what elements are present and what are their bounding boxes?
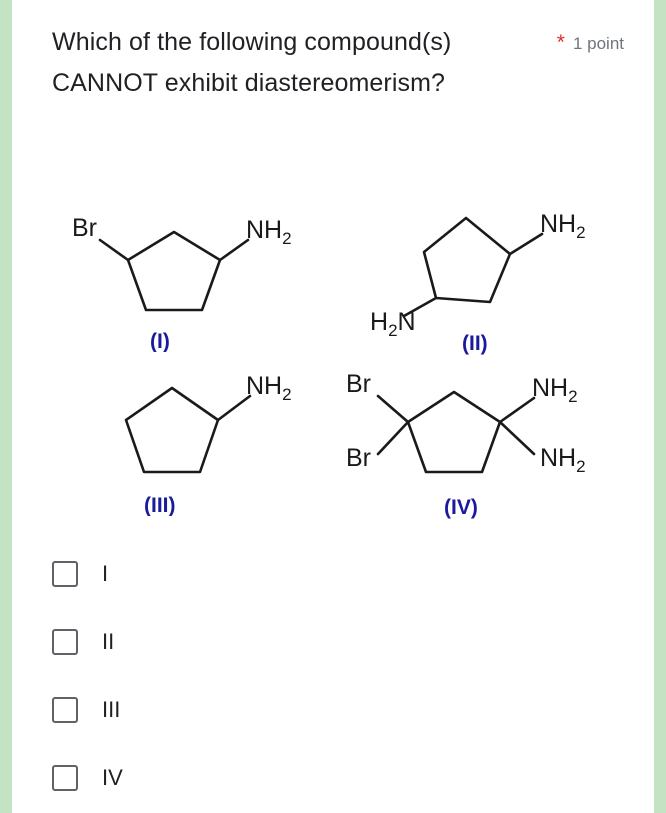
- question-header: Which of the following compound(s) CANNO…: [52, 22, 624, 104]
- structure-4-br-label-lower: Br: [346, 444, 371, 472]
- option-row-4[interactable]: IV: [52, 744, 452, 812]
- cyclopentane-ring-2: [422, 216, 512, 304]
- question-title: Which of the following compound(s) CANNO…: [52, 28, 452, 97]
- bond-to-br-4a: [376, 394, 410, 424]
- bond-to-br-4b: [376, 420, 410, 456]
- structure-2-drawing: NH2 H2N (II): [370, 210, 586, 355]
- structure-figure-group: Br NH2 (I) NH2 H2N: [52, 198, 640, 528]
- structure-4: Br Br NH2 NH2 (IV): [344, 362, 604, 522]
- structure-2-ring: [402, 216, 544, 318]
- structure-1-ring: [98, 230, 250, 312]
- structure-2-h2n-label-lower: H2N: [370, 308, 416, 340]
- points-indicator: * 1 point: [557, 22, 624, 54]
- structure-1-nh2-label: NH2: [246, 216, 292, 248]
- cyclopentane-ring-3: [124, 386, 220, 474]
- structure-4-br-label-upper: Br: [346, 370, 371, 398]
- structure-1-br-label: Br: [72, 214, 97, 242]
- option-row-3[interactable]: III: [52, 676, 452, 744]
- option-row-1[interactable]: I: [52, 540, 452, 608]
- bond-to-nh2-3: [216, 394, 252, 422]
- structure-4-caption: (IV): [444, 496, 478, 519]
- cyclopentane-ring-4: [406, 390, 502, 474]
- question-card: Which of the following compound(s) CANNO…: [12, 0, 654, 813]
- left-green-stripe: [0, 0, 12, 813]
- option-row-2[interactable]: II: [52, 608, 452, 676]
- structure-3-nh2-label: NH2: [246, 372, 292, 404]
- option-label-1: I: [102, 561, 109, 586]
- structure-2: NH2 H2N (II): [370, 198, 620, 358]
- structure-4-ring: [376, 390, 536, 474]
- bond-to-br-1: [98, 238, 130, 262]
- option-label-3: III: [102, 697, 121, 722]
- structure-3: NH2 (III): [94, 366, 324, 516]
- bond-to-nh2-4b: [498, 420, 536, 456]
- structure-1-caption: (I): [150, 330, 170, 352]
- structure-4-nh2-label-lower: NH2: [540, 444, 586, 476]
- structure-3-ring: [124, 386, 252, 474]
- right-green-stripe: [654, 0, 666, 813]
- checkbox-option-4[interactable]: [52, 765, 78, 791]
- required-asterisk-icon: *: [556, 31, 565, 54]
- cyclopentane-ring-1: [126, 230, 222, 312]
- bond-to-nh2-2b: [402, 296, 438, 318]
- bond-to-nh2-1: [218, 238, 250, 262]
- structure-1: Br NH2 (I): [70, 202, 300, 352]
- structure-3-drawing: NH2 (III): [124, 372, 292, 516]
- structure-4-drawing: Br Br NH2 NH2 (IV): [346, 370, 586, 519]
- structure-2-caption: (II): [462, 332, 488, 355]
- structure-2-nh2-label-upper: NH2: [540, 210, 586, 242]
- option-label-4: IV: [102, 765, 123, 790]
- option-label-2: II: [102, 629, 115, 654]
- checkbox-option-3[interactable]: [52, 697, 78, 723]
- checkbox-option-2[interactable]: [52, 629, 78, 655]
- structure-3-caption: (III): [144, 494, 176, 516]
- bond-to-nh2-4a: [498, 396, 536, 424]
- points-label: 1 point: [572, 34, 624, 53]
- structure-4-nh2-label-upper: NH2: [532, 374, 578, 406]
- checkbox-option-1[interactable]: [52, 561, 78, 587]
- bond-to-nh2-2a: [508, 232, 544, 256]
- answer-options-list: I II III IV: [52, 540, 452, 812]
- structure-1-drawing: Br NH2 (I): [72, 214, 292, 352]
